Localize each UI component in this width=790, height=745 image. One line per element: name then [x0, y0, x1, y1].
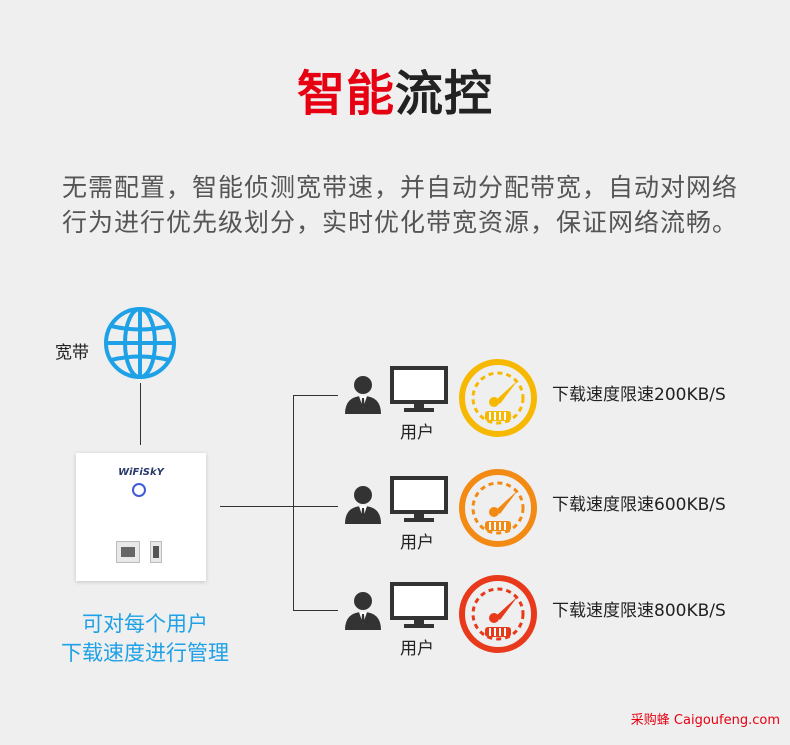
broadband-label: 宽带	[55, 343, 89, 363]
caption-line1: 可对每个用户	[82, 612, 208, 636]
title-red-part: 智能	[296, 66, 395, 122]
caption: 可对每个用户 下载速度进行管理	[40, 610, 250, 668]
bus-to-user2-line	[293, 506, 338, 507]
speed-limit-text: 下载速度限速200KB/S	[552, 385, 726, 405]
wall-ap-device: WiFiSkY	[76, 453, 206, 581]
globe-icon	[102, 305, 178, 385]
speedometer-icon	[458, 358, 538, 442]
device-logo: WiFiSkY	[118, 467, 164, 478]
speedometer-icon	[458, 574, 538, 658]
speedometer-icon	[458, 468, 538, 552]
watermark: 采购蜂 Caigoufeng.com	[631, 709, 780, 728]
monitor-icon	[390, 582, 448, 634]
bus-to-user3-line	[293, 610, 338, 611]
bus-line	[293, 395, 294, 610]
speed-limit-text: 下载速度限速600KB/S	[552, 495, 726, 515]
usb-port-icon	[150, 541, 162, 563]
globe-to-device-line	[140, 383, 141, 445]
user-label: 用户	[400, 423, 434, 443]
caption-line2: 下载速度进行管理	[61, 641, 229, 665]
monitor-icon	[390, 476, 448, 528]
bus-to-user1-line	[293, 395, 338, 396]
user-row-1: 用户 下载速度限速200KB/S	[342, 359, 762, 454]
device-to-bus-line	[220, 506, 294, 507]
description-text: 无需配置，智能侦测宽带速，并自动分配带宽，自动对网络行为进行优先级划分，实时优化…	[62, 173, 739, 237]
watermark-cn: 采购蜂	[630, 713, 670, 728]
user-label: 用户	[400, 533, 434, 553]
page-title: 智能流控	[0, 62, 790, 126]
speedometer-icon-shape	[459, 359, 537, 437]
user-label: 用户	[400, 639, 434, 659]
person-icon	[342, 484, 384, 528]
user-row-2: 用户 下载速度限速600KB/S	[342, 469, 762, 564]
user-row-3: 用户 下载速度限速800KB/S	[342, 575, 762, 670]
person-icon	[342, 590, 384, 634]
device-led-icon	[132, 483, 146, 497]
title-dark-part: 流控	[395, 66, 494, 122]
speed-limit-text: 下载速度限速800KB/S	[552, 601, 726, 621]
rj45-port-icon	[116, 541, 140, 563]
watermark-en: Caigoufeng.com	[673, 713, 780, 728]
monitor-icon	[390, 366, 448, 418]
person-icon	[342, 374, 384, 418]
